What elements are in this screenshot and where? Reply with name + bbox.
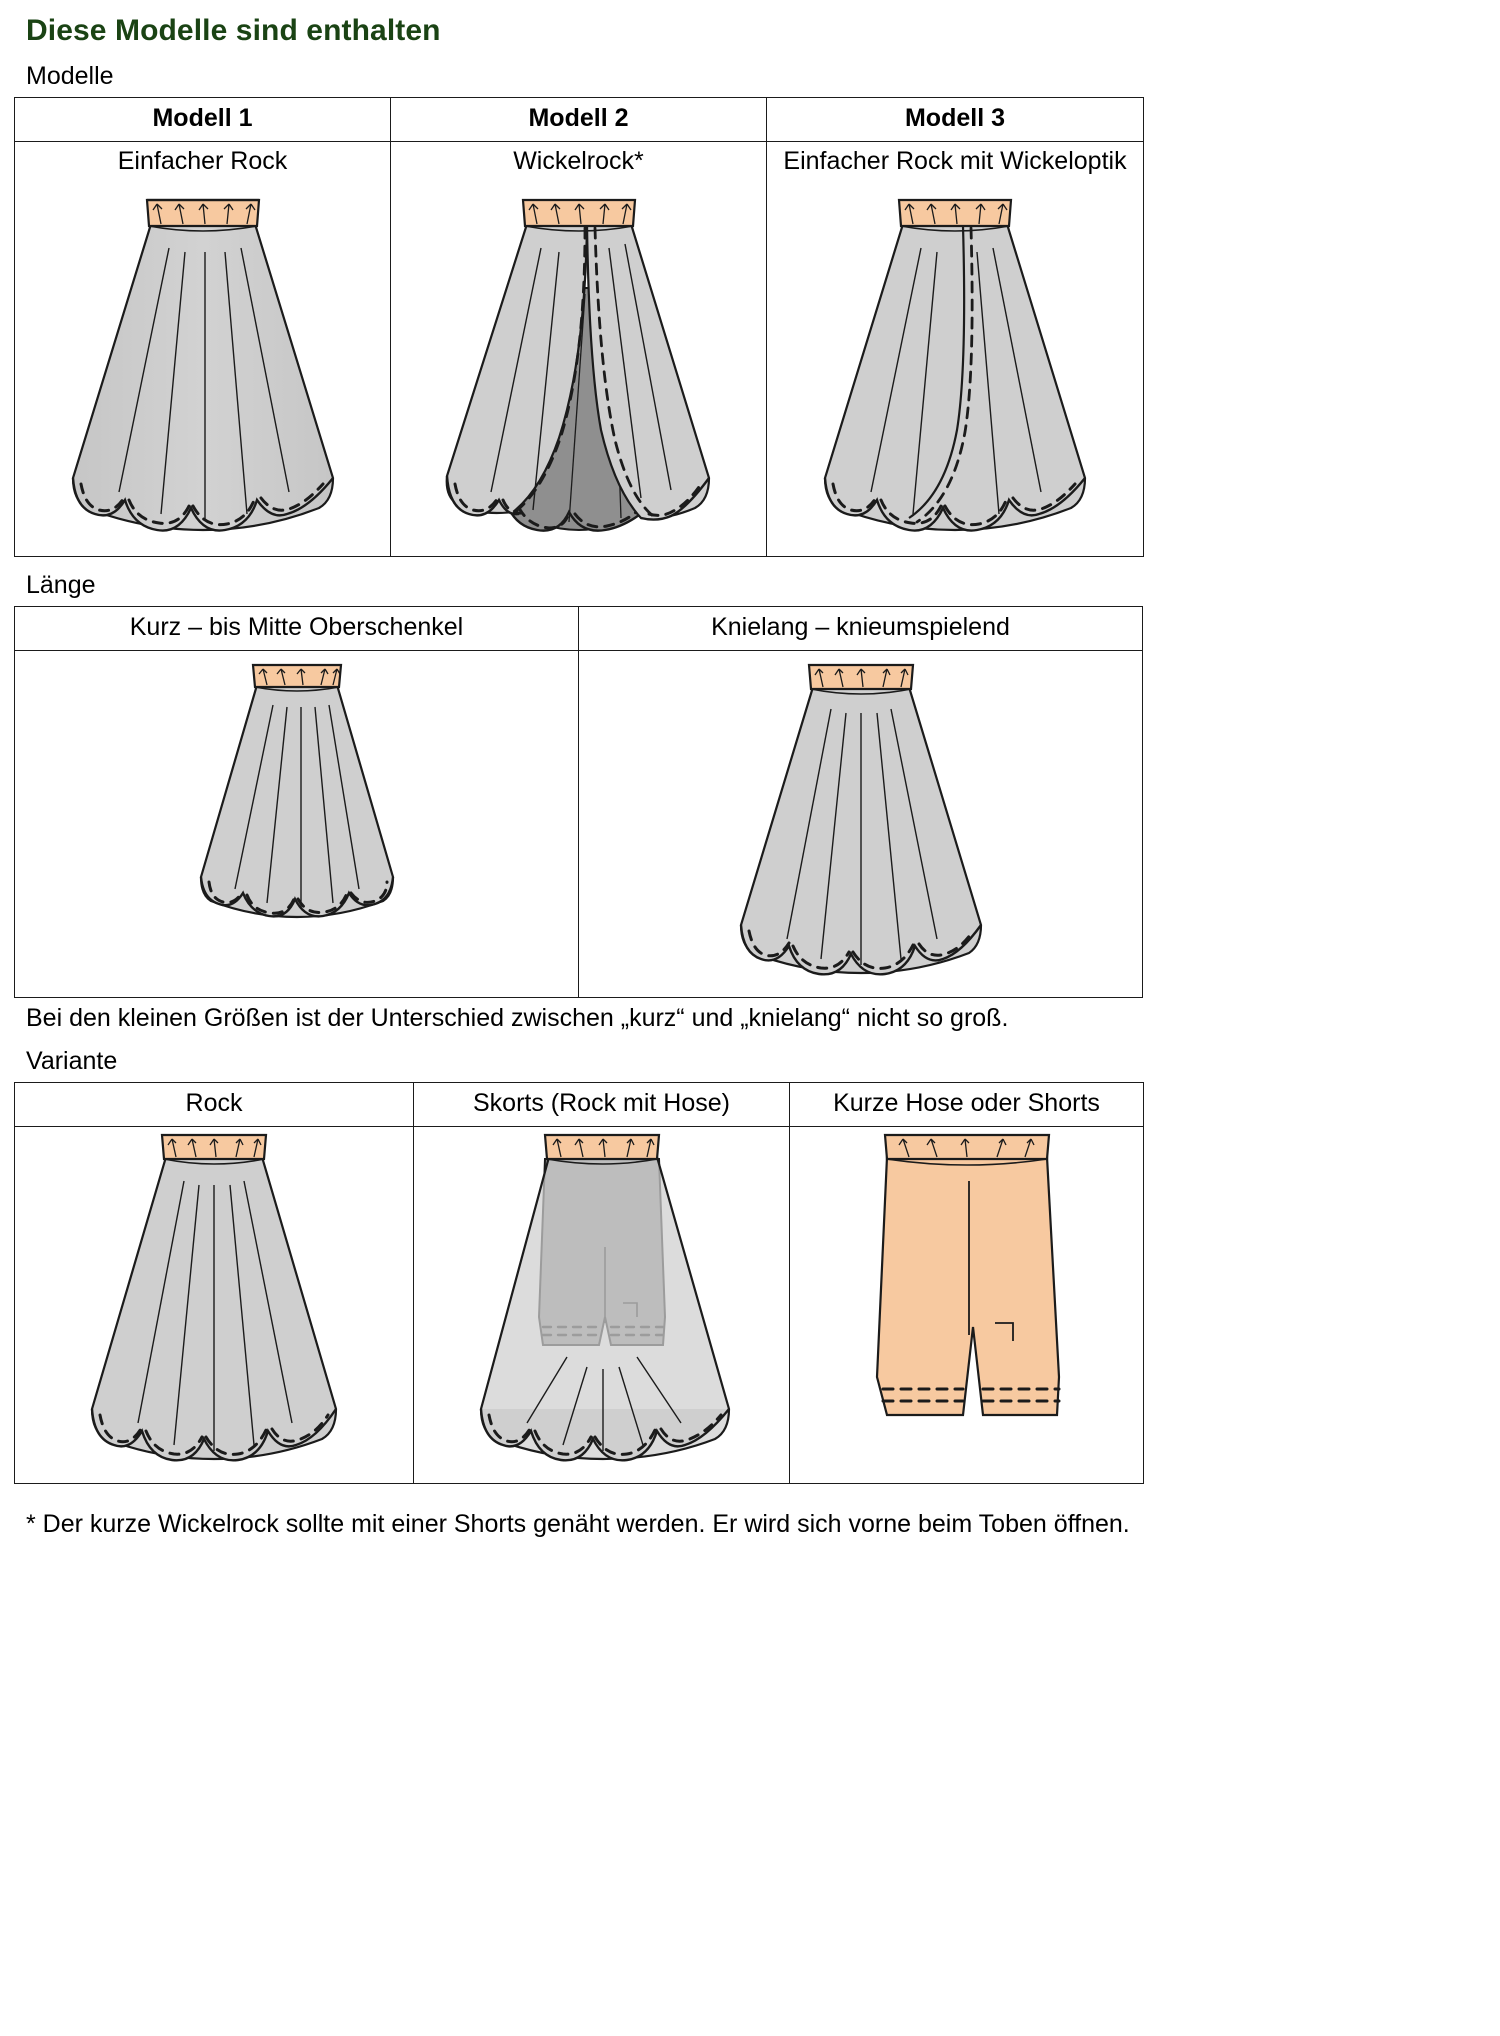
table-row-headers: Kurz – bis Mitte Oberschenkel Knielang –… (14, 606, 1143, 651)
figure-skirt-short (15, 651, 578, 941)
note-laenge: Bei den kleinen Größen ist der Unterschi… (26, 1004, 1009, 1032)
column-sub-einfacher-rock: Einfacher Rock (117, 147, 288, 175)
figure-skirt-wrap-open (391, 178, 766, 550)
column-header-rock: Rock (185, 1089, 243, 1117)
figure-skirt-knee (579, 651, 1142, 991)
table-row-figures (14, 650, 1143, 998)
table-row-figures: Einfacher Rock (14, 141, 1144, 557)
table-modelle: Modell 1 Modell 2 Modell 3 Einfacher Roc… (14, 97, 1144, 557)
figure-skirt-plain (15, 178, 390, 550)
footnote: * Der kurze Wickelrock sollte mit einer … (26, 1510, 1130, 1538)
figure-variante-rock (15, 1127, 413, 1477)
figure-skort (414, 1127, 789, 1477)
column-header-skorts: Skorts (Rock mit Hose) (473, 1089, 730, 1117)
figure-skirt-wrap-look (767, 178, 1143, 550)
table-row-figures (14, 1126, 1144, 1484)
page-title: Diese Modelle sind enthalten (26, 14, 441, 47)
document-page: Diese Modelle sind enthalten Modelle Mod… (0, 14, 1500, 1539)
section-label-modelle: Modelle (26, 62, 114, 90)
column-header-shorts: Kurze Hose oder Shorts (833, 1089, 1100, 1117)
table-laenge: Kurz – bis Mitte Oberschenkel Knielang –… (14, 606, 1143, 998)
section-label-laenge: Länge (26, 571, 96, 599)
column-header-modell-2: Modell 2 (528, 104, 629, 132)
column-sub-wickeloptik: Einfacher Rock mit Wickeloptik (783, 147, 1127, 175)
column-header-modell-3: Modell 3 (904, 104, 1005, 132)
table-row-headers: Modell 1 Modell 2 Modell 3 (14, 97, 1144, 142)
column-header-knielang: Knielang – knieumspielend (711, 613, 1010, 641)
column-header-kurz: Kurz – bis Mitte Oberschenkel (129, 613, 464, 641)
table-variante: Rock Skorts (Rock mit Hose) Kurze Hose o… (14, 1082, 1144, 1484)
figure-shorts (790, 1127, 1143, 1477)
column-header-modell-1: Modell 1 (152, 104, 253, 132)
section-label-variante: Variante (26, 1047, 118, 1075)
column-sub-wickelrock: Wickelrock* (513, 147, 644, 175)
table-row-headers: Rock Skorts (Rock mit Hose) Kurze Hose o… (14, 1082, 1144, 1127)
